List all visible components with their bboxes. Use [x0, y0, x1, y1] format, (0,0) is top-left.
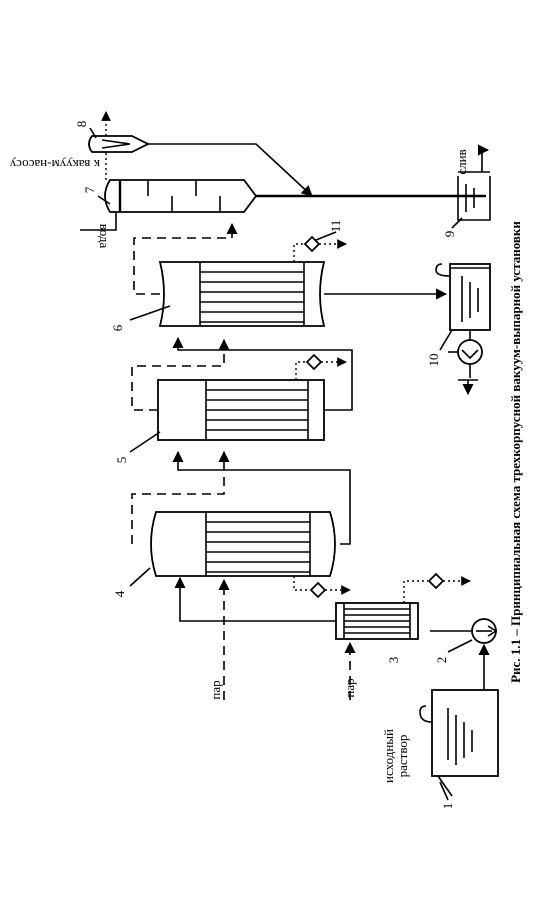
- label-steam-heater: пар: [342, 678, 357, 697]
- label-source-solution-2: раствор: [395, 735, 410, 778]
- number-3: 3: [386, 657, 401, 664]
- leader-1: [439, 781, 449, 801]
- heater-3: [335, 602, 419, 640]
- number-11: 11: [328, 220, 343, 233]
- product-tank-10: [435, 263, 491, 331]
- product-pump: [448, 330, 483, 396]
- label-drain: слив: [454, 149, 469, 174]
- feed-pump-2: [430, 618, 498, 690]
- solution-5-to-6: [172, 336, 353, 411]
- leader-5: [129, 431, 161, 453]
- source-tank-1: [419, 689, 499, 797]
- leader-2: [447, 639, 473, 653]
- number-7: 7: [82, 186, 97, 193]
- label-to-vacuum-pump: к вакуум-насосу: [9, 157, 100, 172]
- separator-8: [88, 135, 151, 153]
- number-9: 9: [442, 231, 457, 238]
- number-2: 2: [434, 657, 449, 664]
- number-1: 1: [440, 803, 455, 810]
- number-4: 4: [112, 590, 127, 597]
- evaporator-6-condensate-trap-11: [293, 235, 347, 262]
- vapor-5-to-6: [131, 338, 230, 411]
- barometric-condenser-7: [104, 179, 258, 213]
- leader-8: [89, 127, 97, 139]
- vapor-4-to-5: [131, 450, 230, 544]
- evaporator-5: [157, 379, 325, 441]
- tank-inlet-hook: [419, 705, 433, 723]
- number-10: 10: [426, 354, 441, 367]
- number-6: 6: [110, 324, 125, 331]
- evaporator-4-condensate-trap: [293, 576, 351, 599]
- leader-9: [451, 217, 463, 229]
- evaporator-6: [158, 261, 326, 327]
- label-steam-evaporator: пар: [208, 680, 223, 699]
- feed-line-to-4: [174, 576, 336, 622]
- vapor-6-to-condenser: [133, 222, 238, 295]
- leader-4: [129, 567, 151, 587]
- separator-drain-line: [148, 143, 313, 197]
- water-inlet-line: [80, 212, 117, 231]
- leader-6: [129, 305, 171, 321]
- number-5: 5: [114, 457, 129, 464]
- leader-7: [97, 195, 111, 205]
- label-water: вода: [97, 224, 112, 249]
- drain-tank-9: [457, 144, 491, 221]
- leader-10: [439, 329, 453, 351]
- evaporator-4: [150, 511, 336, 577]
- evaporator-5-condensate-trap: [295, 353, 347, 380]
- number-8: 8: [74, 121, 89, 128]
- heater-condensate-trap: [403, 572, 471, 603]
- figure-caption: Рис. 1.1 – Принципиальная схема трехкорп…: [508, 221, 523, 683]
- solution-4-to-5: [172, 450, 351, 545]
- label-source-solution-1: исходный: [381, 729, 396, 783]
- leader-11: [315, 231, 337, 241]
